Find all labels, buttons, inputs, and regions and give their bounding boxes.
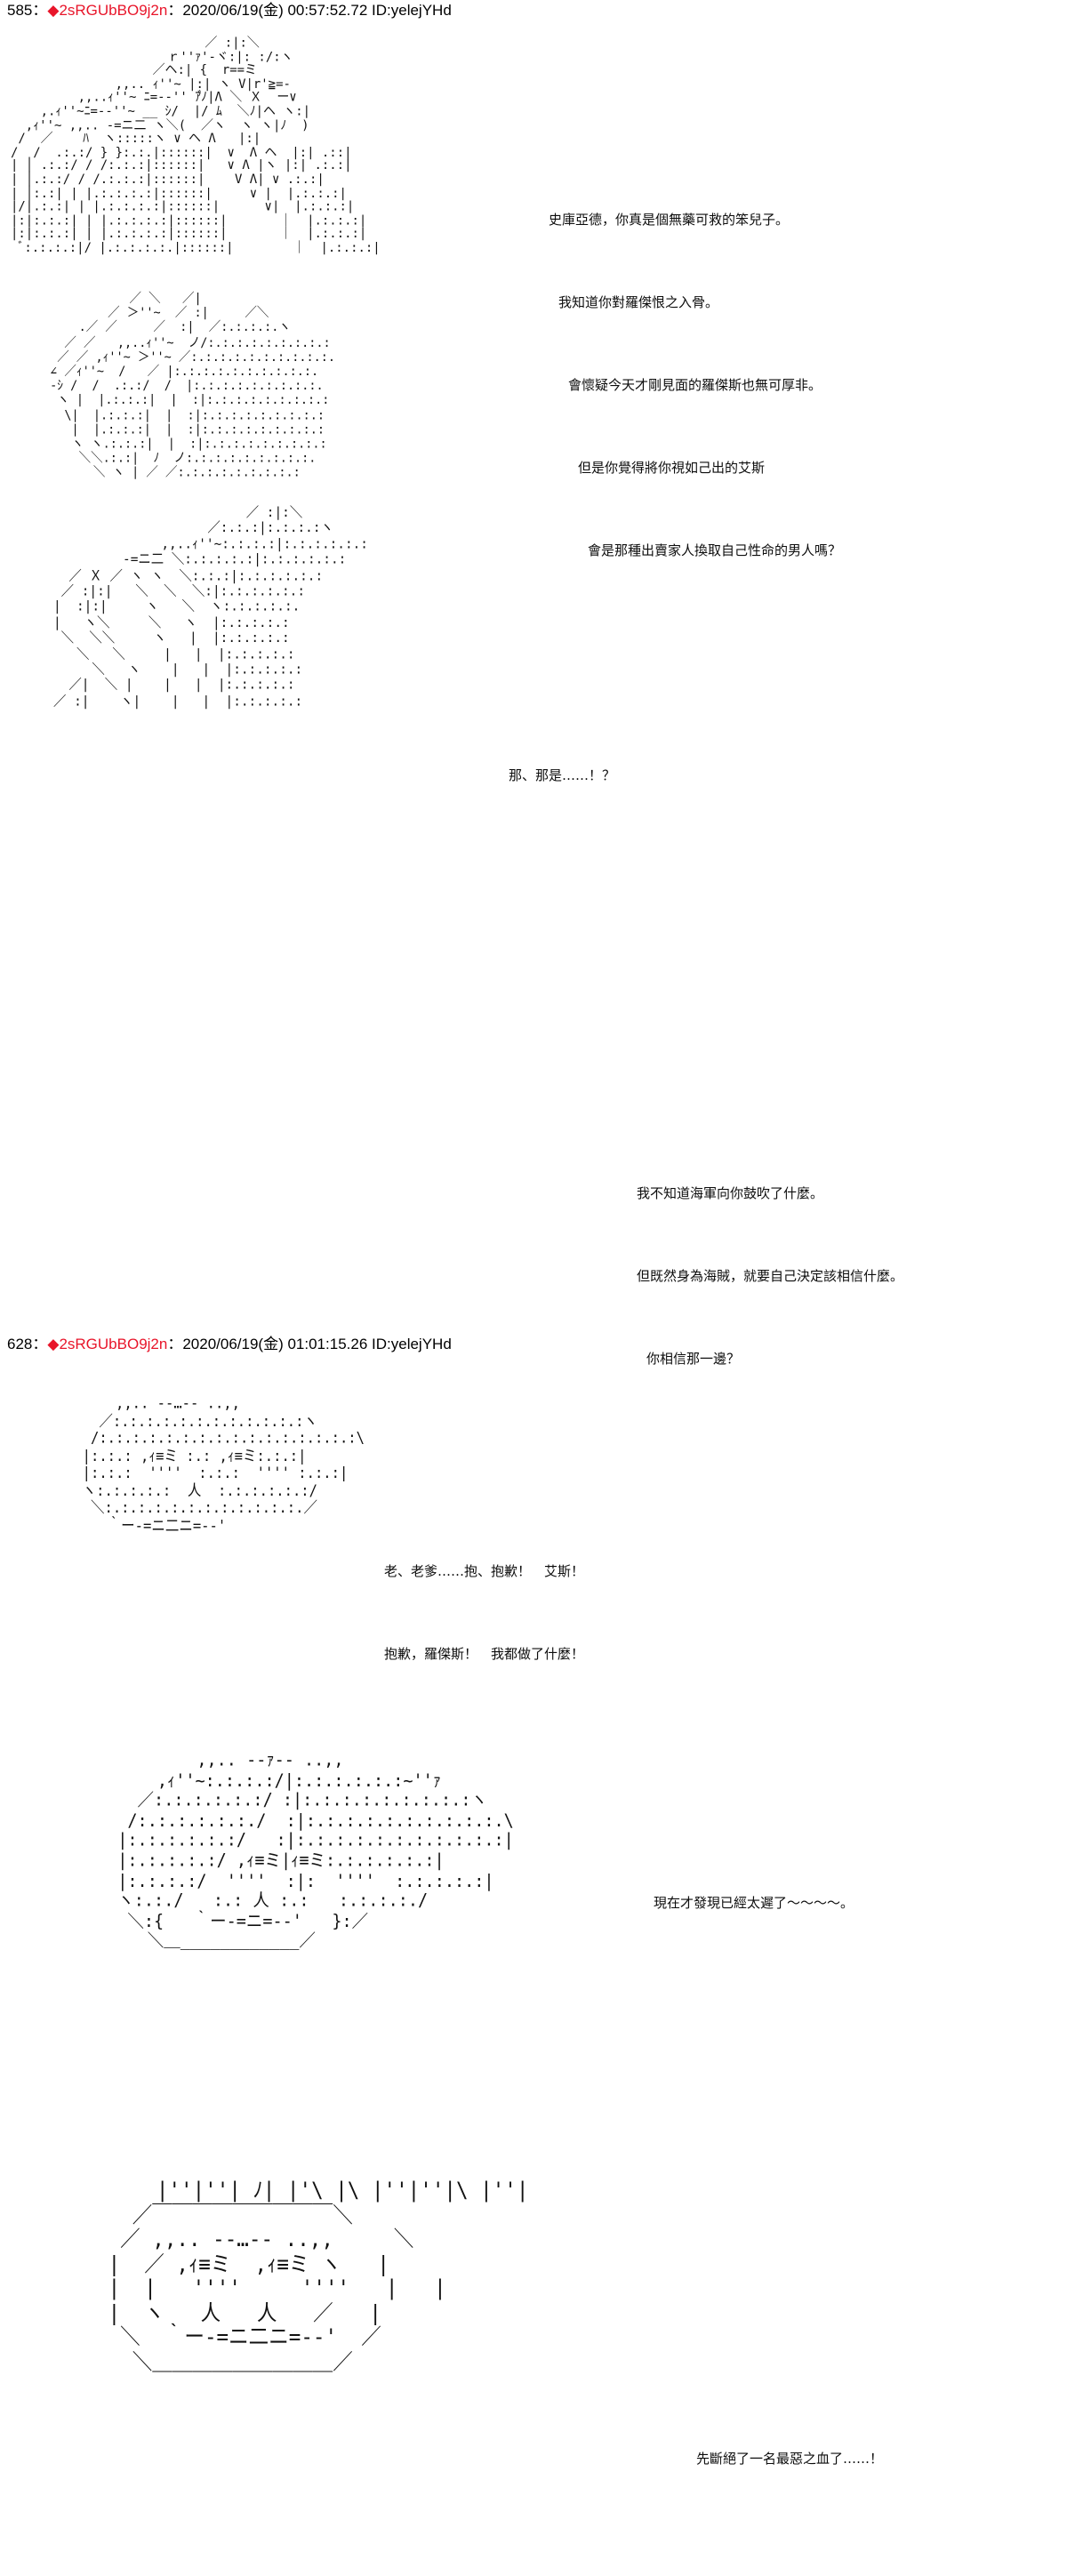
post-header-628: 628：◆2sRGUbBO9j2n：2020/06/19(金) 01:01:15… bbox=[7, 1336, 452, 1353]
aa-art-squard-shocked: ／ ＼ ／| ／ ＞''~ ／ :| ／＼ .／ ／ ／ :| ／:.:.:.:… bbox=[50, 293, 335, 481]
post-tripcode[interactable]: 2sRGUbBO9j2n bbox=[59, 2, 168, 19]
post-header-separator-1: ： bbox=[32, 2, 48, 19]
dialog-line: 我知道你對羅傑恨之入骨。 bbox=[558, 294, 719, 310]
dialog-line: 但是你覺得將你視如己出的艾斯 bbox=[578, 460, 766, 476]
aa-art-garp-portrait: ／ :|:＼ ｒ''ｧ'-ヾ:|: :/:ヽ ／ヘ:| { r==ミ ,,.. … bbox=[11, 36, 381, 256]
post-number[interactable]: 585 bbox=[7, 2, 33, 19]
dialog-block-6: 先斷絕了一名最惡之血了……！ bbox=[696, 2390, 883, 2528]
post-date: 2020/06/19(金) 00:57:52.72 bbox=[182, 2, 368, 19]
dialog-block-2: 那、那是……！？ bbox=[509, 707, 615, 845]
tripcode-diamond-icon: ◆ bbox=[47, 1336, 60, 1352]
dialog-line: 先斷絕了一名最惡之血了……！ bbox=[696, 2451, 884, 2467]
dialog-line: 抱歉，羅傑斯！ 我都做了什麼！ bbox=[384, 1646, 585, 1662]
aa-art-whitebeard-falling: ／ :|:＼ ／:.:.:|:.:.:.:ヽ ,,..ｨ''~:.:.:.:|:… bbox=[53, 506, 368, 710]
dialog-line: 史庫亞德，你真是個無藥可救的笨兒子。 bbox=[549, 212, 790, 228]
dialog-line: 我不知道海軍向你鼓吹了什麼。 bbox=[637, 1185, 824, 1201]
dialog-block-1: 史庫亞德，你真是個無藥可救的笨兒子。 我知道你對羅傑恨之入骨。 會懷疑今天才剛見… bbox=[549, 151, 841, 620]
aa-art-akainu-magma: ,,.. -‐ｧ‐- ..,, ,ｨ''~:.:.:.:/|:.:.:.:.:.… bbox=[117, 1752, 514, 1952]
dialog-line: 那、那是……！？ bbox=[509, 767, 616, 783]
tripcode-diamond-icon: ◆ bbox=[47, 2, 60, 19]
dialog-block-3: 我不知道海軍向你鼓吹了什麼。 但既然身為海賊，就要自己決定該相信什麼。 你相信那… bbox=[637, 1125, 903, 1428]
post-header-585: 585：◆2sRGUbBO9j2n：2020/06/19(金) 00:57:52… bbox=[7, 2, 452, 20]
dialog-line: 現在才發現已經太遲了～～～～。 bbox=[654, 1895, 854, 1911]
post-user-id: ID:yelejYHd bbox=[372, 2, 452, 19]
post-header-separator-2: ： bbox=[167, 2, 183, 19]
dialog-line: 但既然身為海賊，就要自己決定該相信什麼。 bbox=[637, 1268, 904, 1284]
dialog-block-5: 現在才發現已經太遲了～～～～。 bbox=[654, 1834, 854, 1972]
post-user-id: ID:yelejYHd bbox=[372, 1336, 452, 1352]
post-header-separator-1: ： bbox=[32, 1336, 48, 1352]
aa-art-squard-crying: ,,.. -‐…‐- ..,, ／:.:.:.:.:.:.:.:.:.:.:.:… bbox=[82, 1396, 365, 1535]
aa-art-akainu-closeup: |''|''| ﾉ| |'\ |\ |''|''|\ |''| ／￣￣￣￣￣￣￣… bbox=[108, 2177, 529, 2374]
dialog-block-4: 老、老爹……抱、抱歉！ 艾斯！ 抱歉，羅傑斯！ 我都做了什麼！ bbox=[384, 1503, 584, 1723]
dialog-line: 會懷疑今天才剛見面的羅傑斯也無可厚非。 bbox=[568, 377, 822, 393]
post-date: 2020/06/19(金) 01:01:15.26 bbox=[182, 1336, 368, 1352]
dialog-line: 老、老爹……抱、抱歉！ 艾斯！ bbox=[384, 1563, 585, 1579]
dialog-line: 會是那種出賣家人換取自己性命的男人嗎？ bbox=[588, 542, 842, 558]
post-header-separator-2: ： bbox=[167, 1336, 183, 1352]
dialog-line: 你相信那一邊？ bbox=[646, 1351, 741, 1367]
post-number[interactable]: 628 bbox=[7, 1336, 33, 1352]
post-tripcode[interactable]: 2sRGUbBO9j2n bbox=[59, 1336, 168, 1352]
